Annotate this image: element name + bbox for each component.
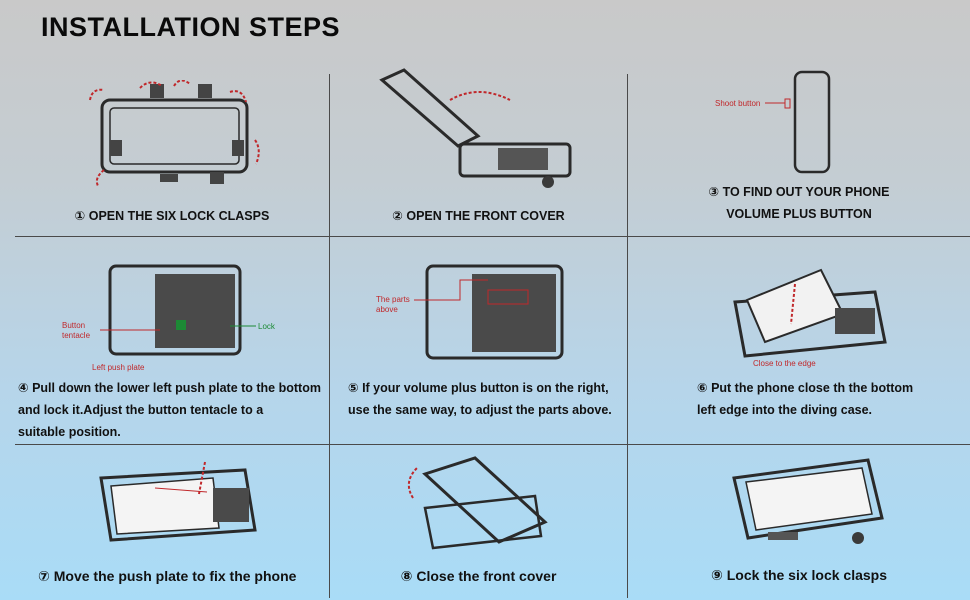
step-number: ④ — [18, 381, 29, 395]
grid-divider — [329, 74, 330, 598]
phone-side-illustration: Shoot button — [715, 70, 831, 174]
shoot-button-label: Shoot button — [715, 99, 760, 108]
open-cover-illustration — [379, 68, 572, 188]
step-caption-line: If your volume plus button is on the rig… — [362, 381, 609, 395]
left-push-plate-label: Left push plate — [92, 363, 145, 372]
step-number: ⑥ — [697, 381, 708, 395]
step-caption-line: use the same way, to adjust the parts ab… — [348, 403, 612, 417]
grid-divider — [15, 444, 970, 445]
step-number: ⑨ — [710, 567, 723, 583]
step-caption-line: left edge into the diving case. — [697, 403, 873, 417]
close-cover-illustration — [407, 456, 548, 550]
step-number: ⑧ — [400, 568, 413, 584]
step-number: ⑦ — [38, 568, 50, 584]
button-tentacle-label: Button — [62, 321, 85, 330]
page-title: INSTALLATION STEPS — [41, 12, 340, 42]
step-caption-line: suitable position. — [18, 425, 121, 439]
close-to-edge-label: Close to the edge — [753, 359, 816, 368]
step-caption-line: VOLUME PLUS BUTTON — [726, 207, 872, 221]
step-number: ③ — [708, 185, 720, 199]
step-caption: Lock the six lock clasps — [726, 567, 888, 583]
lock-label: Lock — [258, 322, 276, 331]
step-number: ⑤ — [348, 381, 359, 395]
locked-case-illustration — [732, 458, 884, 544]
step-number: ① — [74, 209, 86, 223]
svg-text:tentacle: tentacle — [62, 331, 91, 340]
svg-text:above: above — [376, 305, 398, 314]
step-caption-line: and lock it.Adjust the button tentacle t… — [18, 403, 264, 417]
insert-phone-illustration: Close to the edge — [733, 268, 887, 368]
open-clasps-illustration — [89, 80, 260, 187]
step-caption: OPEN THE FRONT COVER — [406, 209, 565, 223]
grid-divider — [627, 74, 628, 598]
step-caption-line: Pull down the lower left push plate to t… — [32, 381, 321, 395]
step-caption: OPEN THE SIX LOCK CLASPS — [88, 209, 270, 223]
grid-divider — [15, 236, 970, 237]
parts-above-label: The parts — [376, 295, 410, 304]
step-caption-line: Put the phone close th the bottom — [711, 381, 914, 395]
step-caption: Move the push plate to fix the phone — [53, 568, 297, 584]
adjust-parts-illustration: The parts above — [376, 264, 564, 360]
step-caption-line: TO FIND OUT YOUR PHONE — [722, 185, 890, 199]
step-caption: Close the front cover — [416, 568, 557, 584]
fix-phone-illustration — [99, 461, 257, 542]
push-plate-illustration: Button tentacle Lock Left push plate — [62, 264, 276, 372]
step-number: ② — [392, 209, 403, 223]
